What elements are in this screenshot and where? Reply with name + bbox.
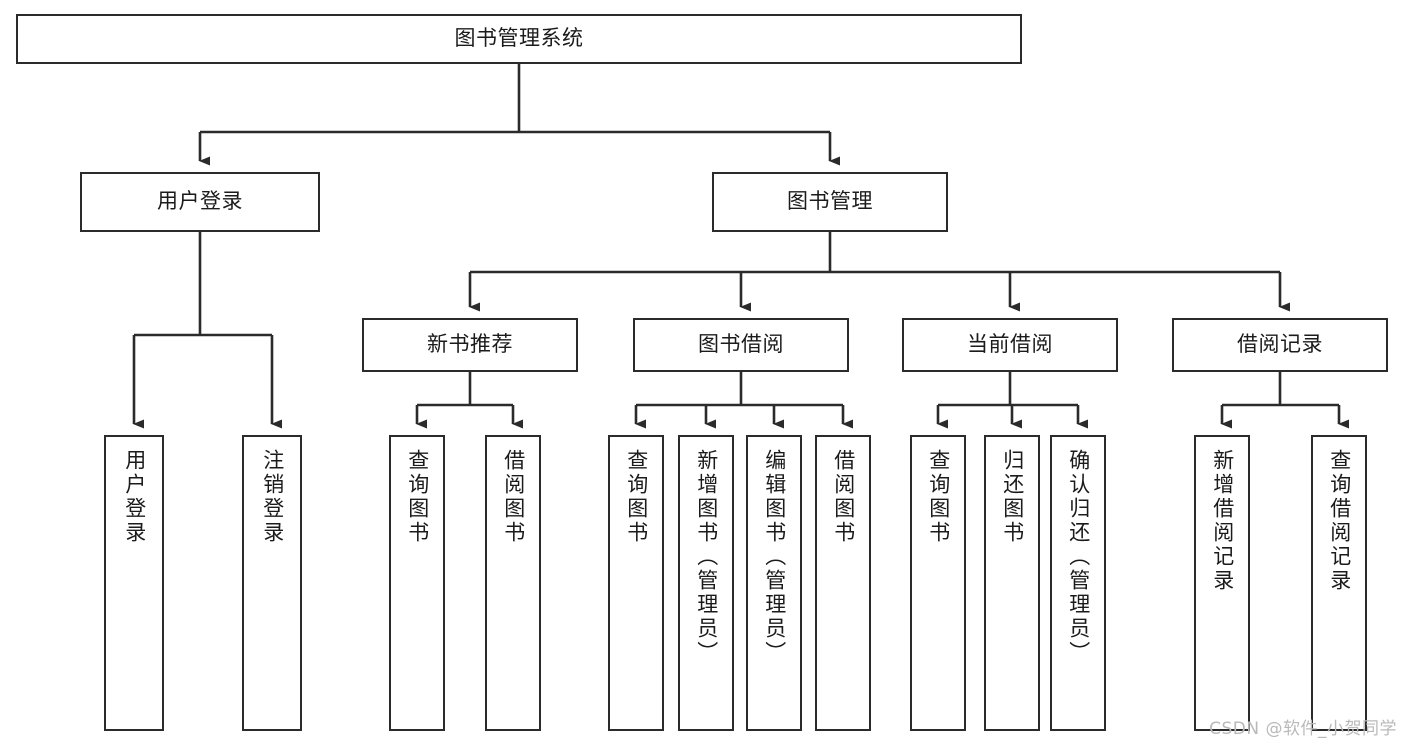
leaf-add-book-admin-label: 新增图书（管理员） <box>694 449 719 665</box>
node-borrow-record-label: 借阅记录 <box>1237 332 1323 357</box>
leaf-confirm-return-admin-label: 确认归还（管理员） <box>1066 449 1091 665</box>
leaf-query-book-borrow-label: 查询图书 <box>624 449 649 545</box>
leaf-confirm-return-admin[interactable]: 确认归还（管理员） <box>1050 435 1106 731</box>
leaf-edit-book-admin[interactable]: 编辑图书（管理员） <box>746 435 802 731</box>
node-current-borrow[interactable]: 当前借阅 <box>902 318 1118 372</box>
node-book-manage-label: 图书管理 <box>787 189 873 214</box>
leaf-query-borrow-record-label: 查询借阅记录 <box>1327 449 1352 593</box>
node-borrow-record[interactable]: 借阅记录 <box>1172 318 1388 372</box>
leaf-logout-label: 注销登录 <box>260 449 285 545</box>
connector-lines <box>132 64 1349 429</box>
leaf-user-login[interactable]: 用户登录 <box>104 435 164 731</box>
leaf-query-book-current-label: 查询图书 <box>926 449 951 545</box>
node-new-book-recommend[interactable]: 新书推荐 <box>362 318 578 372</box>
leaf-return-book[interactable]: 归还图书 <box>984 435 1040 731</box>
leaf-query-book-borrow[interactable]: 查询图书 <box>608 435 664 731</box>
leaf-logout[interactable]: 注销登录 <box>242 435 302 731</box>
node-book-borrow-label: 图书借阅 <box>698 332 784 357</box>
leaf-borrow-book-borrow[interactable]: 借阅图书 <box>815 435 871 731</box>
leaf-add-borrow-record-label: 新增借阅记录 <box>1210 449 1235 593</box>
leaf-query-book-recommend[interactable]: 查询图书 <box>389 435 445 731</box>
leaf-return-book-label: 归还图书 <box>1000 449 1025 545</box>
leaf-edit-book-admin-label: 编辑图书（管理员） <box>762 449 787 665</box>
leaf-borrow-book-borrow-label: 借阅图书 <box>831 449 856 545</box>
leaf-add-borrow-record[interactable]: 新增借阅记录 <box>1194 435 1250 731</box>
leaf-borrow-book-recommend[interactable]: 借阅图书 <box>485 435 541 731</box>
node-book-manage[interactable]: 图书管理 <box>712 172 948 232</box>
node-book-borrow[interactable]: 图书借阅 <box>633 318 849 372</box>
node-user-login-label: 用户登录 <box>157 189 243 214</box>
leaf-borrow-book-recommend-label: 借阅图书 <box>501 449 526 545</box>
leaf-query-book-current[interactable]: 查询图书 <box>910 435 966 731</box>
node-root-label: 图书管理系统 <box>454 26 584 51</box>
leaf-query-borrow-record[interactable]: 查询借阅记录 <box>1311 435 1367 731</box>
leaf-user-login-label: 用户登录 <box>122 449 147 545</box>
node-user-login[interactable]: 用户登录 <box>80 172 320 232</box>
node-new-book-recommend-label: 新书推荐 <box>427 332 513 357</box>
csdn-watermark: CSDN @软件_小贺同学 <box>1209 719 1397 739</box>
node-current-borrow-label: 当前借阅 <box>967 332 1053 357</box>
leaf-query-book-recommend-label: 查询图书 <box>405 449 430 545</box>
leaf-add-book-admin[interactable]: 新增图书（管理员） <box>678 435 734 731</box>
node-root[interactable]: 图书管理系统 <box>16 14 1022 64</box>
